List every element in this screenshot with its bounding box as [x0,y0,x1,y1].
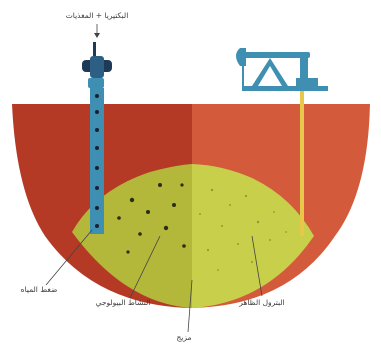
reservoir-right [192,164,314,308]
bacteria-dot [95,146,99,150]
bacteria-dot [138,232,142,236]
leader-line [251,235,263,297]
oil-speck [221,225,223,227]
pumpjack-motor [296,78,318,86]
oil-speck [273,211,275,213]
oil-speck [269,239,271,241]
bacteria-dot [95,186,99,190]
injection-stem [93,42,96,58]
bacteria-dots [117,183,186,254]
oil-speck [244,194,248,198]
pumpjack-beam [240,52,310,58]
bacteria-dot [182,244,186,248]
label-biological-activity: النشاط البيولوجي [96,298,151,307]
label-bacteria-nutrients: البكتيريا + المغذيات [66,11,129,20]
pumpjack-frame [252,58,288,86]
leader-line [187,279,193,333]
bacteria-dot [163,225,169,231]
oil-speck [251,261,253,263]
bacteria-dot [95,94,99,98]
arrow-icon [94,33,100,38]
oil-speck [210,188,214,192]
bacteria-dot [95,224,99,228]
injection-well [82,42,112,234]
valve-body [90,56,104,78]
wellhead-flange [88,78,104,88]
labels: البكتيريا + المغذيات ضغط المياه النشاط ا… [21,11,285,342]
production-pipe [300,91,304,236]
bacteria-dot [146,210,150,214]
oil-speck [206,248,210,252]
pumpjack-counterweight [300,56,308,80]
pumpjack-base [242,86,328,91]
bacteria-dot [117,216,121,220]
bacteria-dot [126,250,130,254]
label-water-pressure: ضغط المياه [21,285,58,294]
bacteria-dot [95,206,99,210]
pumpjack-icon [236,48,328,236]
bacteria-dot [158,183,162,187]
oil-specks [199,188,287,271]
bacteria-dot [172,203,176,207]
label-released-oil: البترول الظاهر [238,298,284,307]
injection-pipe [90,88,104,234]
bacteria-dot [95,128,99,132]
oil-speck [217,269,219,271]
bacteria-dot [180,183,184,187]
pumpjack-horse-head [236,48,246,66]
oil-speck [229,204,231,206]
label-mixture: مزيج [176,333,191,342]
injection-bacteria [95,94,99,228]
oil-speck [237,243,239,245]
bacteria-dot [95,110,99,114]
oil-speck [285,231,287,233]
leader-line [129,235,161,299]
oil-speck [256,220,260,224]
oil-speck [199,213,201,215]
leader-line [45,229,93,286]
bacteria-dot [129,197,135,203]
bacteria-dot [95,166,99,170]
underground-section [12,104,370,308]
